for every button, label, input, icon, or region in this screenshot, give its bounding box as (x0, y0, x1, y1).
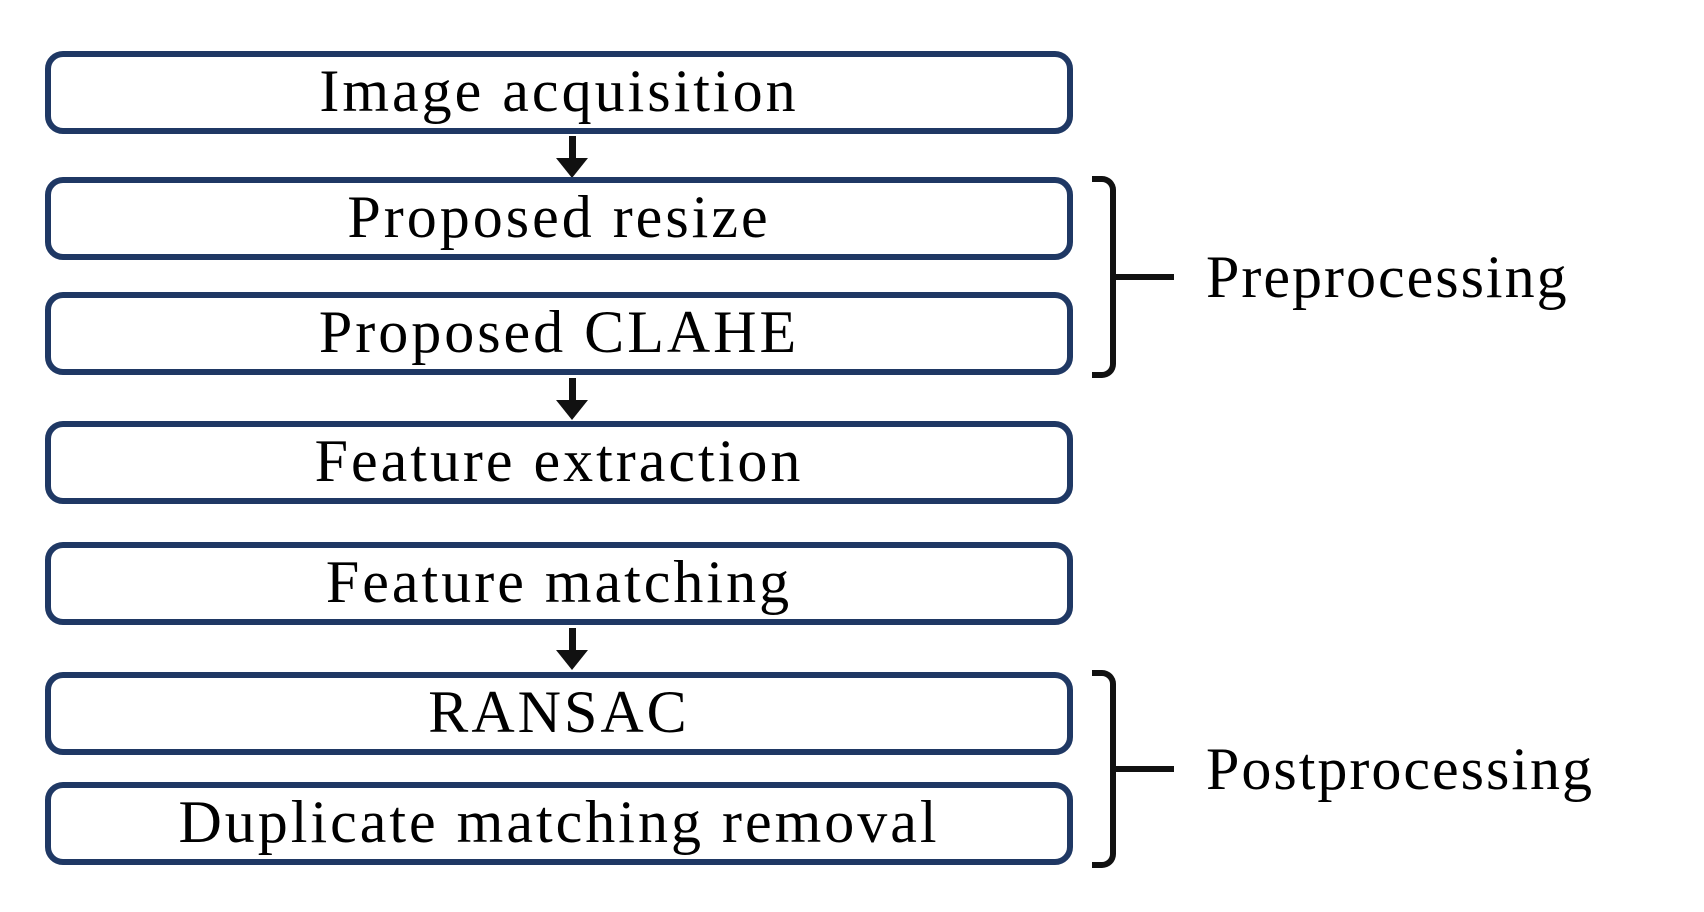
arrow-shaft (569, 628, 576, 651)
down-arrow-icon (556, 136, 588, 178)
flow-box-label: Image acquisition (319, 57, 799, 124)
flow-box-label: Proposed resize (347, 183, 771, 250)
down-arrow-icon (556, 378, 588, 420)
down-arrow-icon (556, 628, 588, 670)
flow-box-feature-matching: Feature matching (45, 542, 1073, 625)
postprocessing-bracket-tick (1110, 766, 1174, 772)
arrow-head (556, 158, 588, 178)
flow-box-label: Proposed CLAHE (318, 298, 800, 365)
arrow-shaft (569, 378, 576, 401)
flow-box-ransac: RANSAC (45, 672, 1073, 755)
flow-box-duplicate-matching-removal: Duplicate matching removal (45, 782, 1073, 865)
group-label-postprocessing: Postprocessing (1206, 736, 1594, 802)
preprocessing-bracket-tick (1110, 274, 1174, 280)
arrow-shaft (569, 136, 576, 159)
flow-box-feature-extraction: Feature extraction (45, 421, 1073, 504)
flow-box-proposed-resize: Proposed resize (45, 177, 1073, 260)
flow-box-label: Duplicate matching removal (178, 788, 940, 855)
flow-box-label: RANSAC (428, 678, 690, 745)
flow-box-label: Feature matching (325, 548, 793, 615)
group-label-preprocessing: Preprocessing (1206, 244, 1569, 310)
flow-box-proposed-clahe: Proposed CLAHE (45, 292, 1073, 375)
flow-box-image-acquisition: Image acquisition (45, 51, 1073, 134)
arrow-head (556, 400, 588, 420)
arrow-head (556, 650, 588, 670)
flow-box-label: Feature extraction (314, 427, 804, 494)
